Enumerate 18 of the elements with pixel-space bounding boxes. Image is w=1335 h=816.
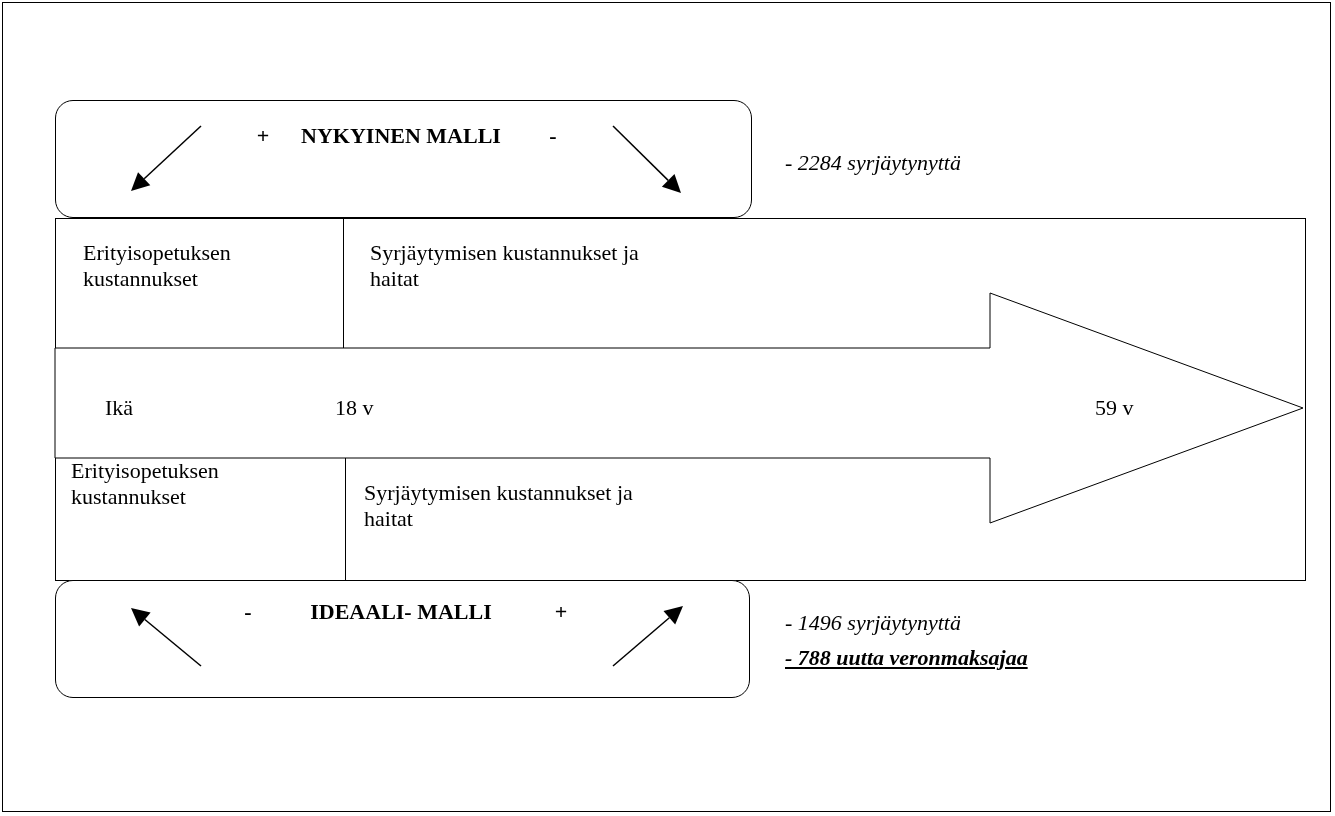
cell-text: Erityisopetuksen kustannukset [83,240,232,293]
cell-text: Syrjäytymisen kustannukset ja haitat [364,480,634,533]
note-text: - 2284 syrjäytynyttä [785,150,961,176]
age-label: 59 v [1095,395,1134,421]
cell-text: Erityisopetuksen kustannukset [71,458,220,511]
sign-label: + [255,123,271,149]
model-box [55,100,752,218]
model-title: IDEAALI- MALLI [309,599,493,625]
axis-label: Ikä [105,395,134,421]
note-text: - 1496 syrjäytynyttä [785,610,961,636]
note-text: - 788 uutta veronmaksajaa [785,645,1028,671]
model-title: NYKYINEN MALLI [301,123,501,149]
sign-label: + [553,599,569,625]
sign-label: - [243,599,253,625]
sign-label: - [548,123,558,149]
model-box [55,580,750,698]
cell-text: Syrjäytymisen kustannukset ja haitat [370,240,640,293]
age-label: 18 v [335,395,374,421]
